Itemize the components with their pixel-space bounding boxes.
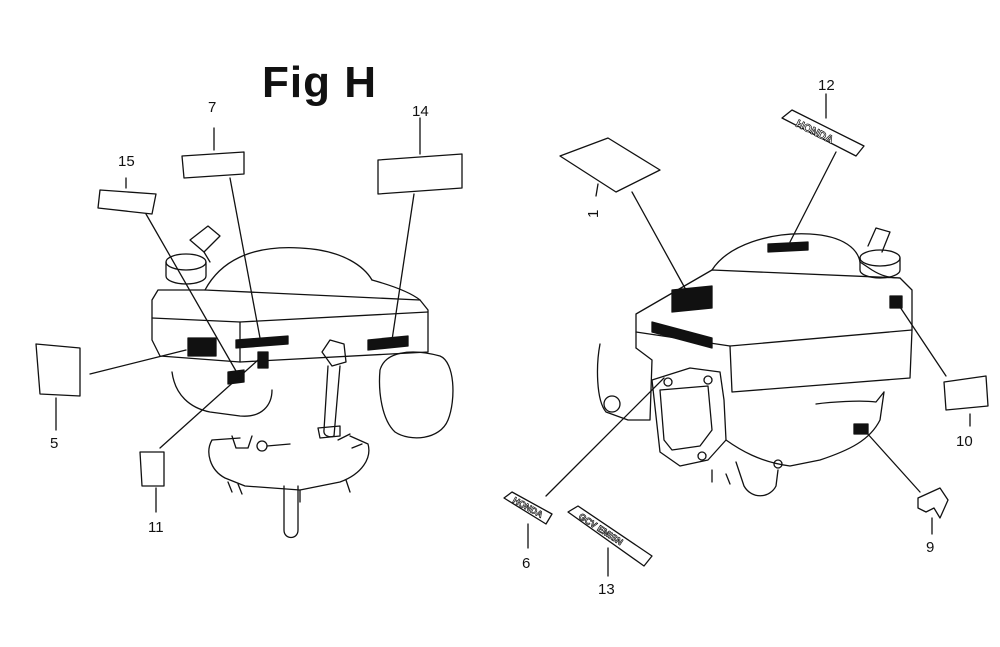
callout-7: 7 bbox=[208, 99, 216, 116]
decal-7 bbox=[181, 151, 245, 179]
callout-11: 11 bbox=[148, 519, 164, 536]
decal-9 bbox=[917, 487, 949, 519]
callout-15: 15 bbox=[118, 153, 135, 170]
decal-5 bbox=[35, 343, 81, 397]
decal-12 bbox=[781, 109, 865, 157]
decal-13 bbox=[567, 505, 653, 567]
decal-6 bbox=[503, 491, 553, 525]
decal-6-text: HONDA bbox=[511, 495, 545, 520]
callout-9: 9 bbox=[926, 539, 934, 556]
decal-10 bbox=[943, 375, 989, 411]
decal-14 bbox=[377, 153, 463, 195]
callout-5: 5 bbox=[50, 435, 58, 452]
decal-12-text: HONDA bbox=[794, 118, 836, 146]
callout-1: 1 bbox=[585, 210, 602, 218]
callout-10: 10 bbox=[956, 433, 973, 450]
right-decals bbox=[503, 109, 989, 567]
right-leaders bbox=[527, 93, 971, 577]
callout-12: 12 bbox=[818, 77, 835, 94]
decal-13-text: GCV EMISN bbox=[577, 511, 625, 547]
left-engine bbox=[151, 225, 454, 539]
callout-13: 13 bbox=[598, 581, 615, 598]
callout-14: 14 bbox=[412, 103, 429, 120]
right-engine bbox=[596, 227, 913, 497]
callout-6: 6 bbox=[522, 555, 530, 572]
decal-11 bbox=[139, 451, 165, 487]
decal-15 bbox=[97, 189, 157, 215]
left-decal-block-5 bbox=[187, 337, 217, 357]
left-decals bbox=[35, 151, 463, 487]
left-leaders bbox=[55, 117, 421, 513]
figure-title: Fig H bbox=[262, 58, 377, 107]
decal-1 bbox=[559, 137, 661, 193]
